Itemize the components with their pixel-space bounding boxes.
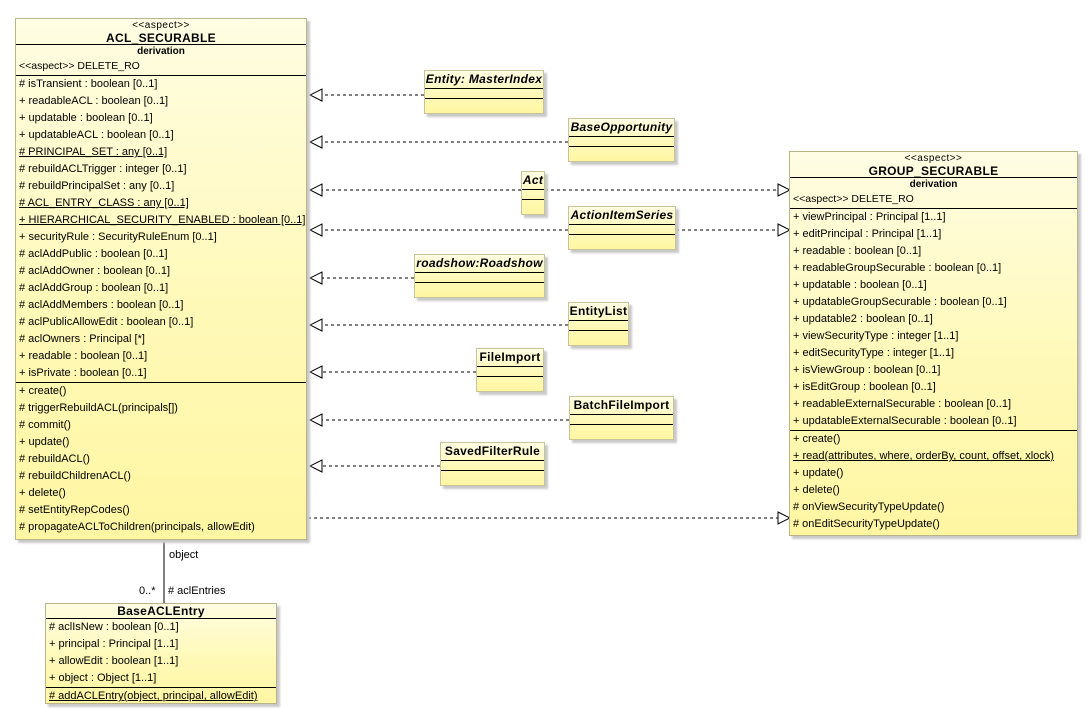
attribute-row[interactable]: + readable : boolean [0..1] [793, 245, 922, 257]
attribute-row[interactable]: + updatable2 : boolean [0..1] [793, 313, 933, 325]
attribute-row[interactable]: + updatable : boolean [0..1] [793, 279, 927, 291]
attributes-compartment: + viewPrincipal : Principal [1..1] + edi… [790, 209, 1077, 430]
operation-row[interactable]: + create() [19, 385, 67, 397]
class-savedfilterrule[interactable]: SavedFilterRule [440, 442, 545, 486]
operation-row[interactable]: # propagateACLToChildren(principals, all… [19, 521, 255, 533]
class-name: Entity: MasterIndex [425, 72, 543, 86]
aspect-line: <<aspect>> DELETE_RO [793, 193, 914, 205]
attribute-row[interactable]: + isPrivate : boolean [0..1] [19, 367, 147, 379]
attributes-compartment: # aclIsNew : boolean [0..1] + principal … [46, 619, 276, 687]
class-fileimport[interactable]: FileImport [476, 348, 544, 392]
class-baseopportunity[interactable]: BaseOpportunity [568, 118, 675, 162]
stereotype-label: <<aspect>> [132, 20, 190, 31]
attribute-row[interactable]: + object : Object [1..1] [49, 672, 157, 684]
association-source-role: object [169, 549, 199, 561]
attribute-row[interactable]: # aclOwners : Principal [*] [19, 333, 145, 345]
operation-row[interactable]: # rebuildACL() [19, 453, 90, 465]
class-name: GROUP_SECURABLE [868, 164, 999, 178]
association-target-multiplicity: 0..* [139, 585, 156, 597]
operation-row[interactable]: # commit() [19, 419, 71, 431]
class-acl-securable[interactable]: <<aspect>> ACL_SECURABLE derivation <<as… [15, 18, 307, 540]
attribute-row[interactable]: + principal : Principal [1..1] [49, 638, 179, 650]
aspect-line: <<aspect>> DELETE_RO [19, 60, 140, 72]
derivation-label: derivation [909, 179, 958, 190]
attribute-row[interactable]: + readableExternalSecurable : boolean [0… [793, 398, 1012, 410]
operation-row[interactable]: + read(attributes, where, orderBy, count… [793, 450, 1054, 462]
class-name: Act [522, 173, 544, 187]
class-name: BatchFileImport [573, 398, 670, 412]
class-base-acl-entry[interactable]: BaseACLEntry # aclIsNew : boolean [0..1]… [45, 603, 277, 704]
operation-row[interactable]: + delete() [19, 487, 66, 499]
attribute-row[interactable]: # rebuildACLTrigger : integer [0..1] [19, 163, 187, 175]
attribute-row[interactable]: + isEditGroup : boolean [0..1] [793, 381, 936, 393]
class-name: FileImport [479, 350, 541, 364]
association-target-role: # aclEntries [168, 585, 226, 597]
class-name: ActionItemSeries [570, 208, 674, 222]
attribute-row[interactable]: # aclAddMembers : boolean [0..1] [19, 299, 184, 311]
attribute-row[interactable]: # PRINCIPAL_SET : any [0..1] [19, 146, 168, 158]
class-name: EntityList [569, 304, 628, 318]
operation-row[interactable]: + delete() [793, 484, 840, 496]
attributes-compartment: # isTransient : boolean [0..1] + readabl… [16, 76, 306, 382]
attribute-row[interactable]: # aclAddPublic : boolean [0..1] [19, 248, 168, 260]
class-name: BaseOpportunity [570, 120, 673, 134]
class-actionitemseries[interactable]: ActionItemSeries [568, 206, 676, 250]
operation-row[interactable]: # addACLEntry(object, principal, allowEd… [49, 690, 258, 702]
attribute-row[interactable]: # isTransient : boolean [0..1] [19, 78, 158, 90]
class-roadshow[interactable]: roadshow:Roadshow [414, 254, 545, 298]
attribute-row[interactable]: + viewPrincipal : Principal [1..1] [793, 211, 946, 223]
class-name: BaseACLEntry [117, 604, 205, 618]
attribute-row[interactable]: + viewSecurityType : integer [1..1] [793, 330, 959, 342]
attribute-row[interactable]: # aclPublicAllowEdit : boolean [0..1] [19, 316, 194, 328]
operation-row[interactable]: # rebuildChildrenACL() [19, 470, 131, 482]
attribute-row[interactable]: + readableGroupSecurable : boolean [0..1… [793, 262, 1002, 274]
attribute-row[interactable]: + readableACL : boolean [0..1] [19, 95, 169, 107]
attribute-row[interactable]: + isViewGroup : boolean [0..1] [793, 364, 941, 376]
class-act[interactable]: Act [521, 171, 545, 215]
derivation-label: derivation [137, 46, 185, 57]
class-batchfileimport[interactable]: BatchFileImport [569, 396, 674, 440]
operation-row[interactable]: + update() [19, 436, 70, 448]
class-entity-masterindex[interactable]: Entity: MasterIndex [424, 70, 544, 114]
attribute-row[interactable]: # aclIsNew : boolean [0..1] [49, 621, 179, 633]
attribute-row[interactable]: # rebuildPrincipalSet : any [0..1] [19, 180, 175, 192]
attribute-row[interactable]: + updatableExternalSecurable : boolean [… [793, 415, 1017, 427]
attribute-row[interactable]: + editPrincipal : Principal [1..1] [793, 228, 942, 240]
attribute-row[interactable]: + editSecurityType : integer [1..1] [793, 347, 955, 359]
attribute-row[interactable]: + updatable : boolean [0..1] [19, 112, 153, 124]
stereotype-label: <<aspect>> [904, 153, 963, 164]
operation-row[interactable]: # setEntityRepCodes() [19, 504, 130, 516]
attribute-row[interactable]: + readable : boolean [0..1] [19, 350, 148, 362]
operations-compartment: + create() + read(attributes, where, ord… [790, 431, 1077, 533]
operation-row[interactable]: + create() [793, 433, 841, 445]
operations-compartment: + create() # triggerRebuildACL(principal… [16, 383, 306, 536]
attribute-row[interactable]: # ACL_ENTRY_CLASS : any [0..1] [19, 197, 189, 209]
class-entitylist[interactable]: EntityList [568, 302, 629, 346]
operation-row[interactable]: # onViewSecurityTypeUpdate() [793, 501, 945, 513]
attribute-row[interactable]: + HIERARCHICAL_SECURITY_ENABLED : boolea… [19, 214, 306, 226]
class-name: roadshow:Roadshow [416, 256, 543, 270]
class-name: ACL_SECURABLE [106, 31, 216, 45]
attribute-row[interactable]: + allowEdit : boolean [1..1] [49, 655, 179, 667]
operation-row[interactable]: + update() [793, 467, 844, 479]
attribute-row[interactable]: + updatableACL : boolean [0..1] [19, 129, 174, 141]
operation-row[interactable]: # onEditSecurityTypeUpdate() [793, 518, 940, 530]
attribute-row[interactable]: # aclAddOwner : boolean [0..1] [19, 265, 171, 277]
attribute-row[interactable]: + updatableGroupSecurable : boolean [0..… [793, 296, 1007, 308]
operation-row[interactable]: # triggerRebuildACL(principals[]) [19, 402, 178, 414]
class-name: SavedFilterRule [444, 444, 541, 458]
class-group-securable[interactable]: <<aspect>> GROUP_SECURABLE derivation <<… [789, 151, 1078, 536]
attribute-row[interactable]: + securityRule : SecurityRuleEnum [0..1] [19, 231, 217, 243]
attribute-row[interactable]: # aclAddGroup : boolean [0..1] [19, 282, 169, 294]
